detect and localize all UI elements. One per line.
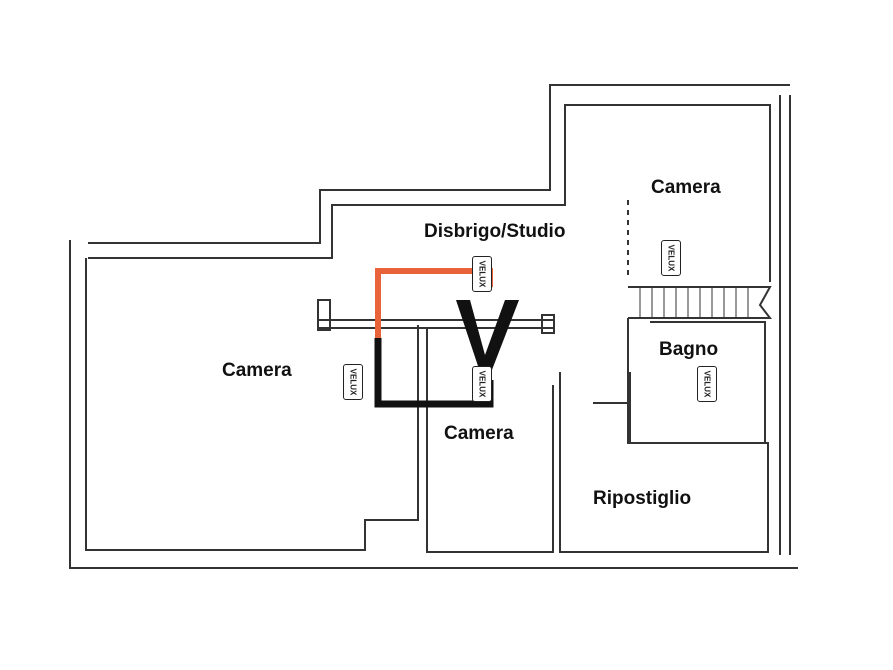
skylight-icon: VELUX [472,256,492,292]
room-label-camera-left: Camera [222,360,292,381]
skylight-icon: VELUX [697,366,717,402]
outer-wall [69,240,798,569]
logo-v-letter [456,300,519,375]
room-label-bagno: Bagno [659,339,719,360]
room-label-ripostiglio: Ripostiglio [593,488,692,509]
logo-overlay [374,268,519,408]
walls [69,84,798,569]
skylight-icon: VELUX [343,364,363,400]
room-label-camera-top-right: Camera [651,177,721,198]
room-label-disbrigo-studio: Disbrigo/Studio [424,221,566,242]
left-camera-wall [85,258,419,551]
skylight-icon: VELUX [661,240,681,276]
skylight-icon: VELUX [472,366,492,402]
room-label-camera-center: Camera [444,423,514,444]
stairs [628,286,773,319]
inner-wall-top [88,104,771,282]
outer-wall-top [88,84,790,244]
